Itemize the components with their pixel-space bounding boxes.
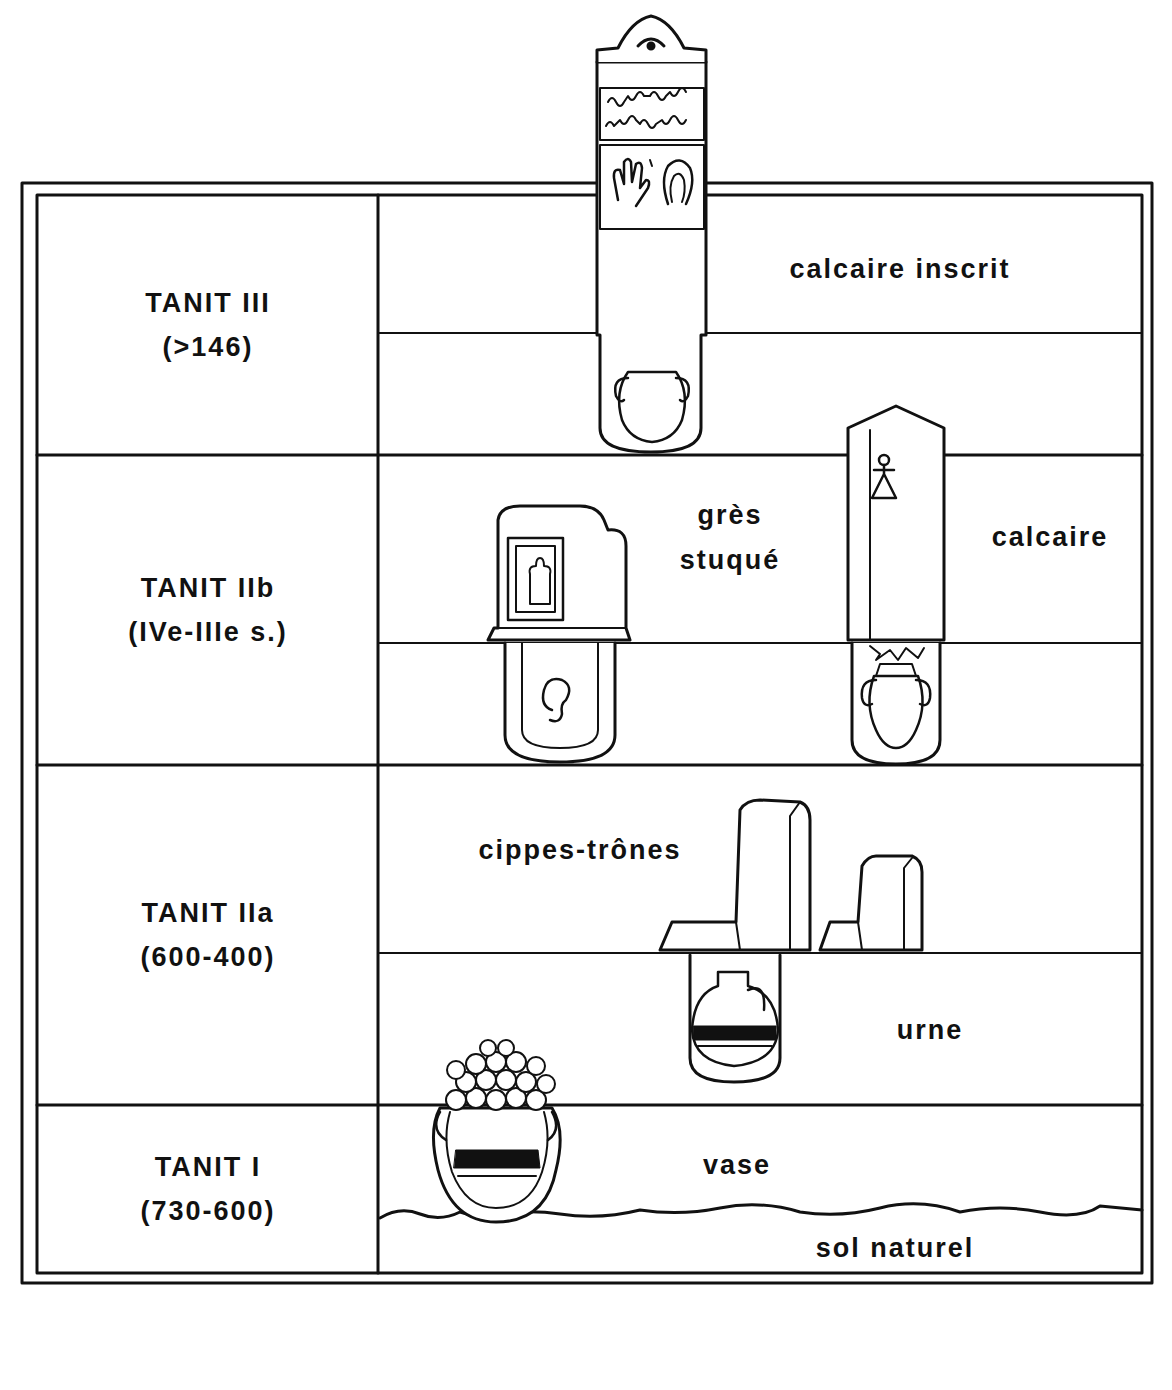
outer-frame [22, 183, 1152, 1283]
material-label: calcaire [965, 515, 1135, 560]
row-divider [37, 454, 1142, 457]
row-divider [37, 1104, 1142, 1107]
material-label: grès stuqué [645, 493, 815, 582]
layer-line [378, 642, 1142, 644]
material-label: sol naturel [765, 1226, 1025, 1271]
limestone-stele [848, 406, 944, 764]
stuccoed-sandstone-cippus [488, 506, 630, 762]
row-divider [37, 764, 1142, 767]
material-label: cippes-trônes [425, 828, 735, 873]
vase-with-stones [433, 1040, 560, 1222]
layer-line [378, 332, 1142, 334]
throne-cippi [660, 800, 922, 1082]
layer-line [378, 952, 1142, 954]
inscribed-stele [597, 16, 706, 452]
period-cell: TANIT IIa(600-400) [40, 768, 376, 1103]
material-label: urne [870, 1008, 990, 1053]
period-date: (>146) [163, 326, 254, 369]
period-date: (730-600) [140, 1190, 275, 1233]
material-label: calcaire inscrit [780, 247, 1020, 292]
period-name: TANIT I [155, 1146, 261, 1189]
period-cell: TANIT III(>146) [40, 198, 376, 453]
period-date: (IVe-IIIe s.) [128, 611, 288, 654]
period-cell: TANIT IIb(IVe-IIIe s.) [40, 458, 376, 763]
material-label: vase [667, 1143, 807, 1188]
inner-frame [37, 195, 1142, 1273]
period-name: TANIT IIa [141, 892, 274, 935]
period-name: TANIT IIb [141, 567, 275, 610]
period-cell: TANIT I(730-600) [40, 1108, 376, 1271]
period-name: TANIT III [145, 282, 271, 325]
period-date: (600-400) [140, 936, 275, 979]
column-divider [377, 195, 380, 1273]
